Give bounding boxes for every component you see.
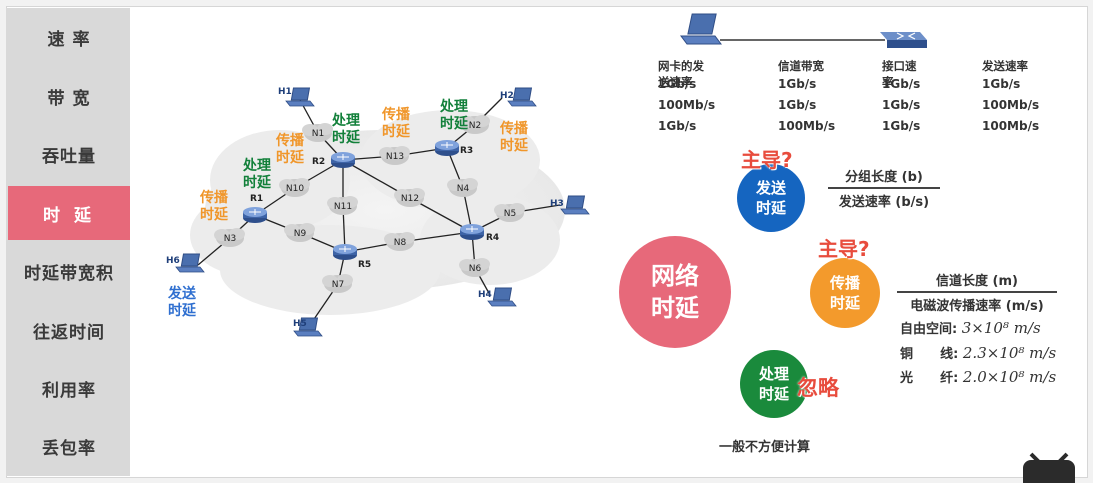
- processing-delay-label: 处理时延: [440, 99, 468, 132]
- speed-value: 2.3×10⁸ m/s: [962, 344, 1057, 362]
- laptop-icon: [680, 13, 722, 45]
- router-label: R5: [358, 260, 371, 270]
- rate-column: 网卡的发送速率 1Gb/s 100Mb/s 1Gb/s: [658, 58, 715, 137]
- host-label: H3: [550, 199, 564, 209]
- rate-header: 网卡的发送速率: [658, 59, 704, 89]
- video-player-logo-icon[interactable]: [1021, 452, 1077, 483]
- rate-cell: 100Mb/s: [982, 119, 1040, 133]
- processing-ignore-tag: 忽略: [797, 376, 839, 400]
- speed-row: 自由空间: 3×10⁸ m/s: [900, 318, 1041, 337]
- net-label: N5: [504, 209, 516, 219]
- rate-column: 信道带宽 1Gb/s 1Gb/s 100Mb/s: [778, 58, 835, 137]
- network-cloud: [190, 110, 565, 315]
- host-label: H6: [166, 256, 180, 266]
- rate-cell: 1Gb/s: [882, 98, 921, 112]
- net-label: N6: [469, 264, 482, 274]
- rate-cell: 100Mb/s: [982, 98, 1040, 112]
- rate-cell: 100Mb/s: [778, 119, 836, 133]
- net-label: N2: [469, 121, 481, 131]
- sidebar-item-throughput[interactable]: 吞吐量: [42, 146, 96, 167]
- transmission-delay-formula: 分组长度 (b) 发送速率 (b/s): [828, 166, 940, 210]
- formula-denominator: 电磁波传播速率 (m/s): [910, 299, 1044, 314]
- propagation-delay-bubble: 传播 时延: [810, 258, 880, 328]
- rate-column: 发送速率 1Gb/s 100Mb/s 100Mb/s: [982, 58, 1039, 137]
- processing-note: 一般不方便计算: [719, 440, 811, 455]
- transmission-dominant-tag: 主导?: [741, 148, 793, 172]
- propagation-delay-label: 传播时延: [276, 133, 304, 166]
- processing-delay-label: 处理时延: [332, 113, 360, 146]
- host-label: H1: [278, 87, 292, 97]
- speed-row: 铜 线: 2.3×10⁸ m/s: [900, 343, 1056, 362]
- network-diagram: N1 N2 N3 N4 N5 N6 N7 N8 N9 N10 N11 N12 N…: [166, 87, 590, 337]
- router-label: R4: [486, 233, 499, 243]
- nic-switch-illustration: [680, 13, 927, 48]
- host-label: H5: [293, 319, 307, 329]
- rate-cell: 1Gb/s: [778, 77, 817, 91]
- rate-cell: 1Gb/s: [882, 119, 921, 133]
- sidebar-item-utilization[interactable]: 利用率: [42, 380, 96, 401]
- host-label: H2: [500, 91, 514, 101]
- propagation-delay-label: 传播时延: [382, 107, 410, 140]
- net-label: N9: [294, 229, 307, 239]
- speed-value: 2.0×10⁸ m/s: [962, 368, 1057, 386]
- speed-medium: 自由空间:: [900, 322, 958, 337]
- rate-cell: 1Gb/s: [658, 119, 697, 133]
- speed-medium: 光 纤:: [900, 371, 959, 386]
- sidebar-item-bandwidth[interactable]: 带 宽: [47, 88, 91, 109]
- sidebar-item-rate[interactable]: 速 率: [47, 29, 91, 50]
- rate-cell: 100Mb/s: [658, 98, 716, 112]
- rate-header: 信道带宽: [778, 59, 824, 73]
- net-label: N3: [224, 234, 236, 244]
- router-label: R2: [312, 157, 325, 167]
- rate-column: 接口速率 1Gb/s 1Gb/s 1Gb/s: [882, 58, 920, 137]
- net-label: N10: [286, 184, 304, 194]
- sidebar-item-packet-loss[interactable]: 丢包率: [42, 438, 96, 459]
- host-label: H4: [478, 290, 492, 300]
- fraction-line: [828, 187, 940, 189]
- router-label: R3: [460, 146, 473, 156]
- fraction-line: [897, 291, 1057, 293]
- rate-header: 接口速率: [882, 59, 917, 89]
- propagation-delay-label: 传播时延: [500, 121, 528, 154]
- propagation-delay-formula: 信道长度 (m) 电磁波传播速率 (m/s): [897, 270, 1057, 314]
- sidebar: 速 率 带 宽 吞吐量 时 延 时延带宽积 往返时间 利用率 丢包率: [6, 8, 130, 476]
- rate-cell: 1Gb/s: [982, 77, 1021, 91]
- net-label: N13: [386, 152, 404, 162]
- switch-icon: [880, 32, 927, 48]
- propagation-dominant-tag: 主导?: [818, 237, 870, 261]
- speed-row: 光 纤: 2.0×10⁸ m/s: [900, 367, 1056, 386]
- net-label: N11: [334, 202, 352, 212]
- formula-denominator: 发送速率 (b/s): [838, 195, 930, 210]
- transmission-delay-bubble: 发送 时延: [737, 164, 805, 232]
- net-label: N8: [394, 238, 407, 248]
- propagation-delay-label: 传播时延: [200, 190, 228, 223]
- net-label: N1: [312, 129, 324, 139]
- processing-delay-label: 处理时延: [243, 158, 271, 191]
- net-label: N7: [332, 280, 344, 290]
- speed-value: 3×10⁸ m/s: [961, 319, 1041, 337]
- formula-numerator: 信道长度 (m): [936, 274, 1018, 289]
- sidebar-item-rtt[interactable]: 往返时间: [33, 322, 105, 343]
- sidebar-item-delay[interactable]: 时 延: [8, 186, 130, 240]
- transmission-delay-label: 发送时延: [168, 286, 196, 319]
- speed-medium: 铜 线:: [900, 347, 959, 362]
- net-label: N12: [401, 194, 419, 204]
- rate-cell: 1Gb/s: [882, 77, 921, 91]
- router-label: R1: [250, 194, 263, 204]
- sidebar-item-delay-bandwidth-product[interactable]: 时延带宽积: [24, 263, 114, 284]
- processing-delay-bubble: 处理 时延: [740, 350, 808, 418]
- formula-numerator: 分组长度 (b): [845, 170, 923, 185]
- net-label: N4: [457, 184, 470, 194]
- rate-cell: 1Gb/s: [778, 98, 817, 112]
- rate-header: 发送速率: [982, 59, 1028, 73]
- network-delay-bubble: 网络 时延: [619, 236, 731, 348]
- rate-cell: 1Gb/s: [658, 77, 697, 91]
